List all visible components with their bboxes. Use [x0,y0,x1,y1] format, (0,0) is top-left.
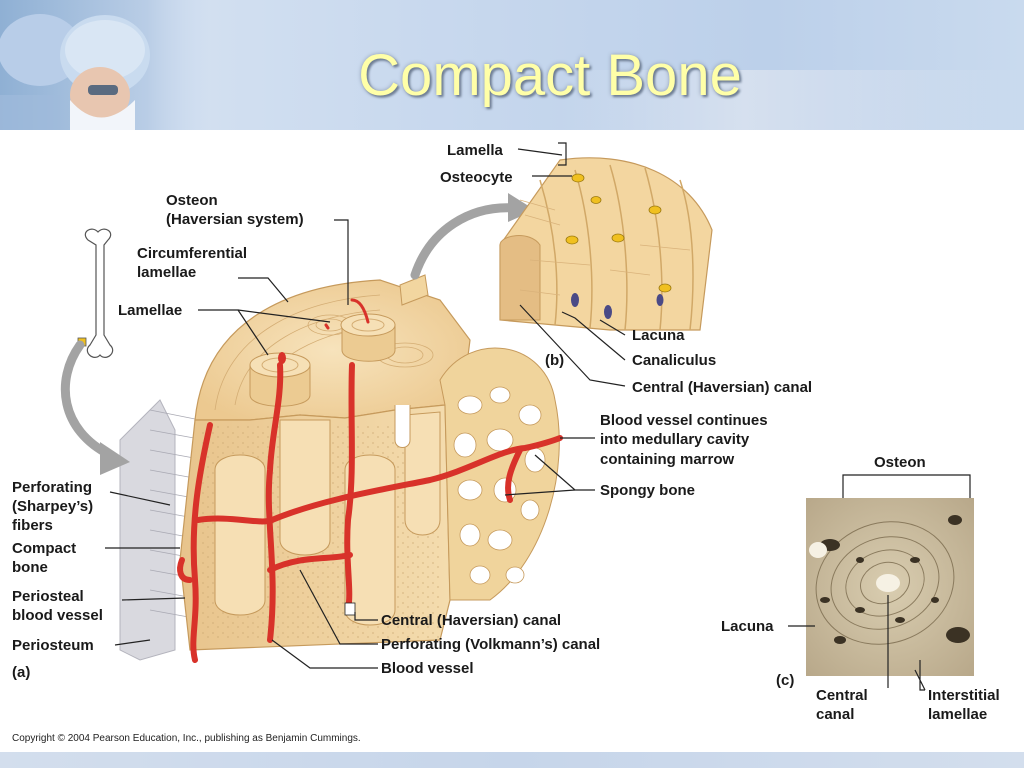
label-lamellae: Lamellae [118,302,182,319]
compact-bone-diagram: Lamella Osteocyte Lacuna Canaliculus Cen… [12,142,1000,744]
label-spongy-bone: Spongy bone [600,482,695,499]
label-canaliculus: Canaliculus [632,352,716,369]
leader-lines [105,142,971,691]
label-perforating-fibers-line1: Perforating [12,479,92,496]
label-interstitial-line1: Interstitial [928,687,1000,704]
blood-vessels [177,362,563,663]
label-periosteum: Periosteum [12,637,94,654]
lacunae [571,293,664,319]
label-lacuna-b: Lacuna [632,327,685,344]
panel-label-b: (b) [545,352,564,369]
label-interstitial-line2: lamellae [928,706,987,723]
label-central-canal-b: Central (Haversian) canal [632,379,812,396]
label-vessel-continues-line1: Blood vessel continues [600,412,768,429]
label-periosteal-vessel-line1: Periosteal [12,588,84,605]
slide-footer-bar [0,752,1024,768]
slide-title: Compact Bone [358,43,742,108]
label-perforating-fibers-line3: fibers [12,517,53,534]
spongy-bone [439,347,560,601]
label-compact-bone-line2: bone [12,559,48,576]
label-vessel-continues-line3: containing marrow [600,451,735,468]
zoom-arrow-wedge [410,203,520,280]
label-vessel-continues-line2: into medullary cavity [600,431,750,448]
label-lamella: Lamella [447,142,504,159]
label-circumferential-line2: lamellae [137,264,196,281]
copyright-notice: Copyright © 2004 Pearson Education, Inc.… [12,733,361,744]
label-blood-vessel: Blood vessel [381,660,474,677]
label-osteocyte: Osteocyte [440,169,513,186]
label-central-canal-c-line2: canal [816,706,854,723]
slide-header: Compact Bone [0,0,1024,130]
header-glow [560,70,1020,130]
label-volkmann-canal: Perforating (Volkmann’s) canal [381,636,600,653]
label-central-canal-a: Central (Haversian) canal [381,612,561,629]
panel-b-osteon-wedge [499,157,713,331]
surgeon-photo [0,0,210,130]
label-lacuna-c: Lacuna [721,618,774,635]
label-osteon-c: Osteon [874,454,926,471]
label-compact-bone-line1: Compact [12,540,76,557]
label-periosteal-vessel-line2: blood vessel [12,607,103,624]
periosteum-sheet [119,399,176,661]
panel-a-bone-section [119,274,563,663]
panel-label-c: (c) [776,672,794,689]
panel-c-micrograph [806,498,974,676]
label-osteon-line2: (Haversian system) [166,211,304,228]
panel-label-a: (a) [12,664,30,681]
label-osteon-line1: Osteon [166,192,218,209]
zoom-arrow-femur [60,340,115,460]
femur-icon [77,228,114,358]
label-circumferential-line1: Circumferential [137,245,247,262]
osteon-columns [214,411,441,626]
label-central-canal-c-line1: Central [816,687,868,704]
raised-osteon-right [340,313,396,362]
osteocytes [565,173,672,293]
label-perforating-fibers-line2: (Sharpey’s) [12,498,93,515]
